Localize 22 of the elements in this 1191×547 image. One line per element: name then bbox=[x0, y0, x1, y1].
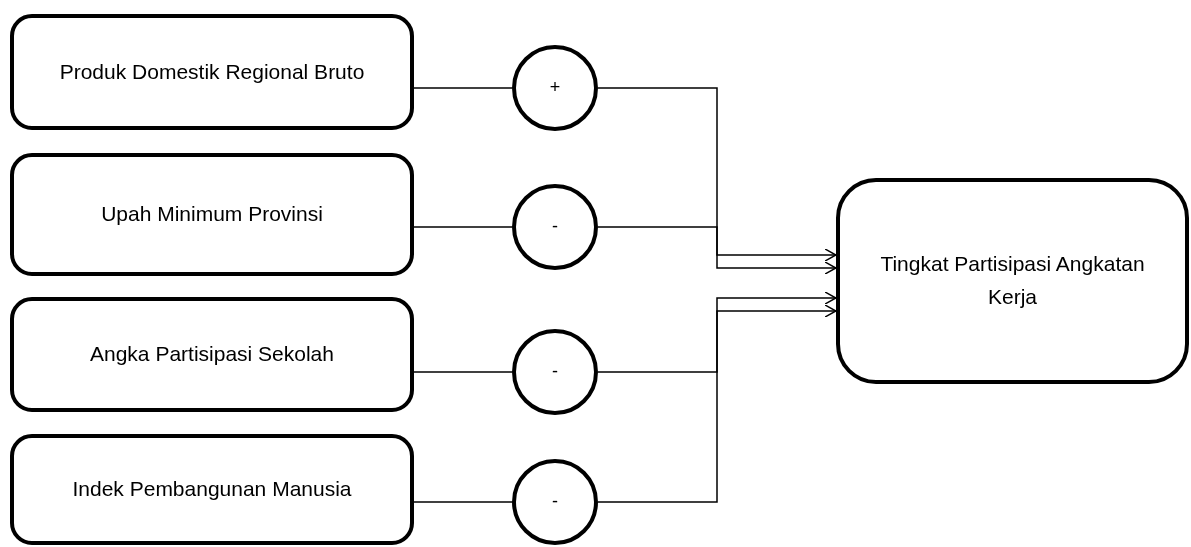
process-box bbox=[10, 434, 414, 545]
connector-line bbox=[413, 87, 513, 89]
sign-label: - bbox=[552, 360, 558, 384]
sign-label: + bbox=[549, 76, 561, 100]
connector-line bbox=[413, 501, 513, 503]
sign-label: - bbox=[552, 215, 558, 239]
connector-line bbox=[413, 371, 513, 373]
connector-line bbox=[413, 226, 513, 228]
arrow bbox=[597, 226, 837, 275]
box-label: Indek Pembangunan Manusia bbox=[72, 476, 352, 503]
process-box bbox=[10, 297, 414, 412]
box-label: Tingkat Partisipasi Angkatan Kerja bbox=[879, 251, 1146, 310]
box-label: Upah Minimum Provinsi bbox=[101, 201, 323, 228]
box-label: Angka Partisipasi Sekolah bbox=[90, 341, 334, 368]
arrow bbox=[597, 304, 837, 503]
arrow bbox=[597, 291, 837, 373]
box-label: Produk Domestik Regional Bruto bbox=[59, 58, 365, 85]
arrow bbox=[597, 87, 837, 262]
process-box bbox=[10, 14, 414, 130]
sign-label: - bbox=[552, 490, 558, 514]
process-box bbox=[836, 178, 1189, 384]
process-box bbox=[10, 153, 414, 276]
